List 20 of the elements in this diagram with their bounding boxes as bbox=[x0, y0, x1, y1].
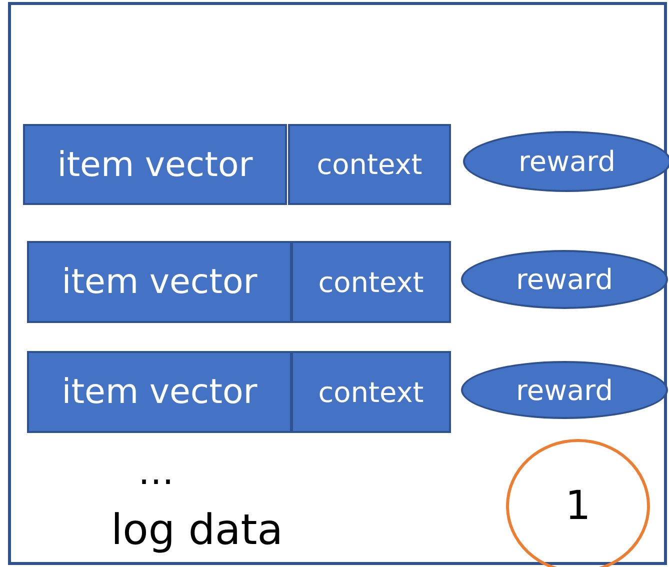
vector-box bbox=[288, 124, 451, 205]
box-label: reward bbox=[516, 374, 613, 406]
box-label: context bbox=[316, 148, 422, 181]
box-label: context bbox=[318, 376, 424, 408]
number-circle bbox=[506, 439, 650, 567]
panel-frame bbox=[8, 2, 667, 565]
box-label: item vector bbox=[62, 262, 258, 302]
box-label: reward bbox=[516, 263, 613, 296]
box-label: item vector bbox=[57, 144, 253, 184]
panel-caption: log data bbox=[111, 505, 283, 554]
vector-box bbox=[291, 351, 451, 433]
vector-box bbox=[27, 241, 292, 323]
ellipsis-label: … bbox=[138, 452, 174, 493]
box-label: context bbox=[318, 266, 424, 298]
box-label: reward bbox=[518, 145, 616, 178]
vector-box bbox=[27, 351, 292, 433]
number-label: 1 bbox=[565, 483, 591, 529]
vector-box bbox=[23, 124, 287, 205]
box-label: item vector bbox=[62, 372, 258, 412]
vector-box bbox=[291, 241, 451, 323]
